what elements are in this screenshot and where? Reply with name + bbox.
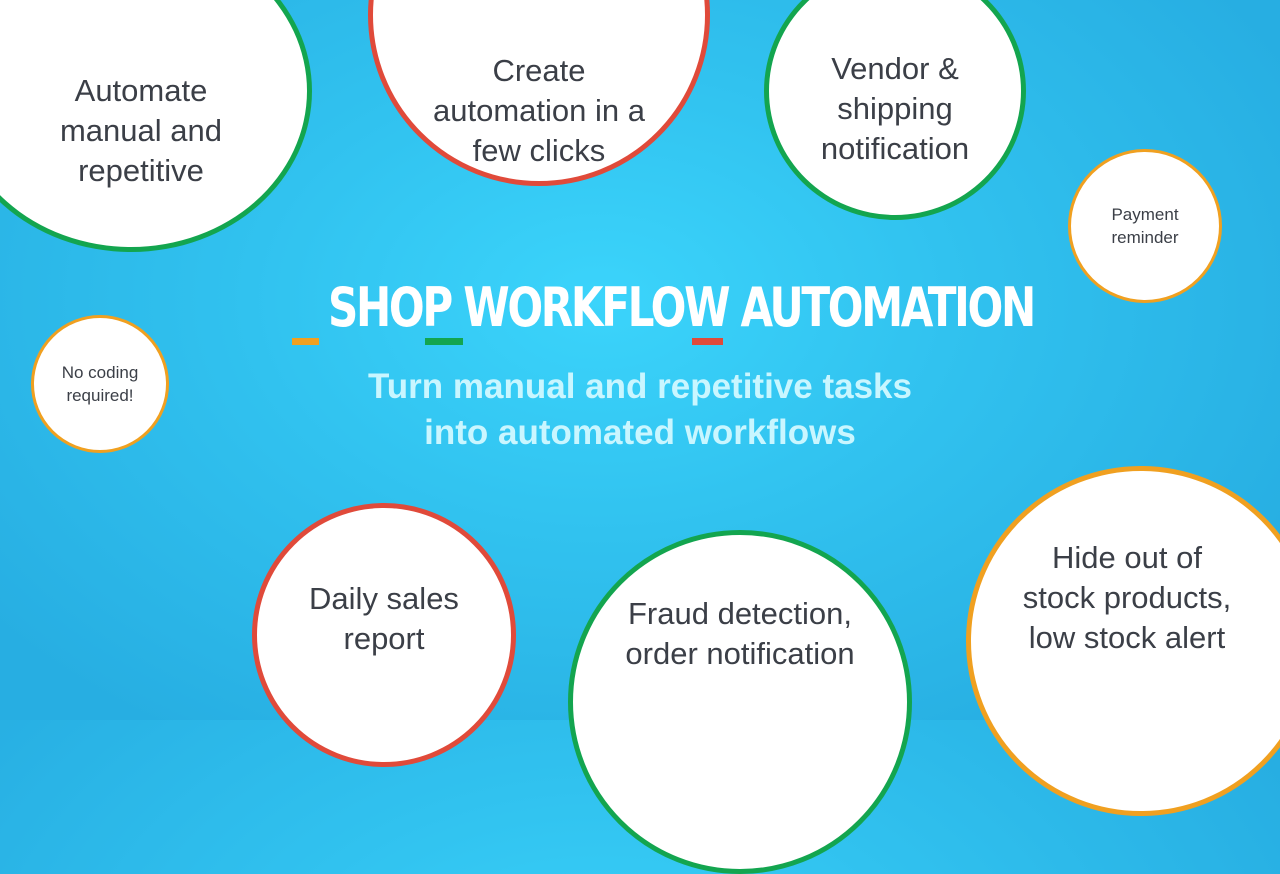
feature-bubble-automate: Automate manual and repetitive [0,0,312,252]
subtitle-line-2: into automated workflows [424,413,856,452]
title-accent-orange [292,338,319,345]
feature-label-automate: Automate manual and repetitive [59,73,222,188]
title-accent-red [692,338,723,345]
feature-bubble-payment: Payment reminder [1068,149,1222,303]
feature-bubble-fraud: Fraud detection, order notification [568,530,912,874]
feature-bubble-vendor: Vendor & shipping notification [764,0,1026,220]
feature-label-no-coding: No coding required! [61,363,139,405]
feature-label-daily-sales: Daily sales report [309,581,459,656]
title-accent-green [425,338,463,345]
feature-bubble-hide-stock: Hide out of stock products, low stock al… [966,466,1280,816]
page-subtitle: Turn manual and repetitive tasks into au… [240,364,1040,456]
feature-label-payment: Payment reminder [1111,205,1179,247]
feature-label-create: Create automation in a few clicks [433,53,645,168]
feature-bubble-daily-sales: Daily sales report [252,503,516,767]
feature-label-fraud: Fraud detection, order notification [625,596,855,671]
feature-label-vendor: Vendor & shipping notification [820,51,970,166]
feature-bubble-create: Create automation in a few clicks [368,0,710,186]
feature-label-hide-stock: Hide out of stock products, low stock al… [1022,540,1232,655]
subtitle-line-1: Turn manual and repetitive tasks [368,367,912,406]
page-title: SHOP WORKFLOW AUTOMATION [328,276,1036,339]
feature-bubble-no-coding: No coding required! [31,315,169,453]
